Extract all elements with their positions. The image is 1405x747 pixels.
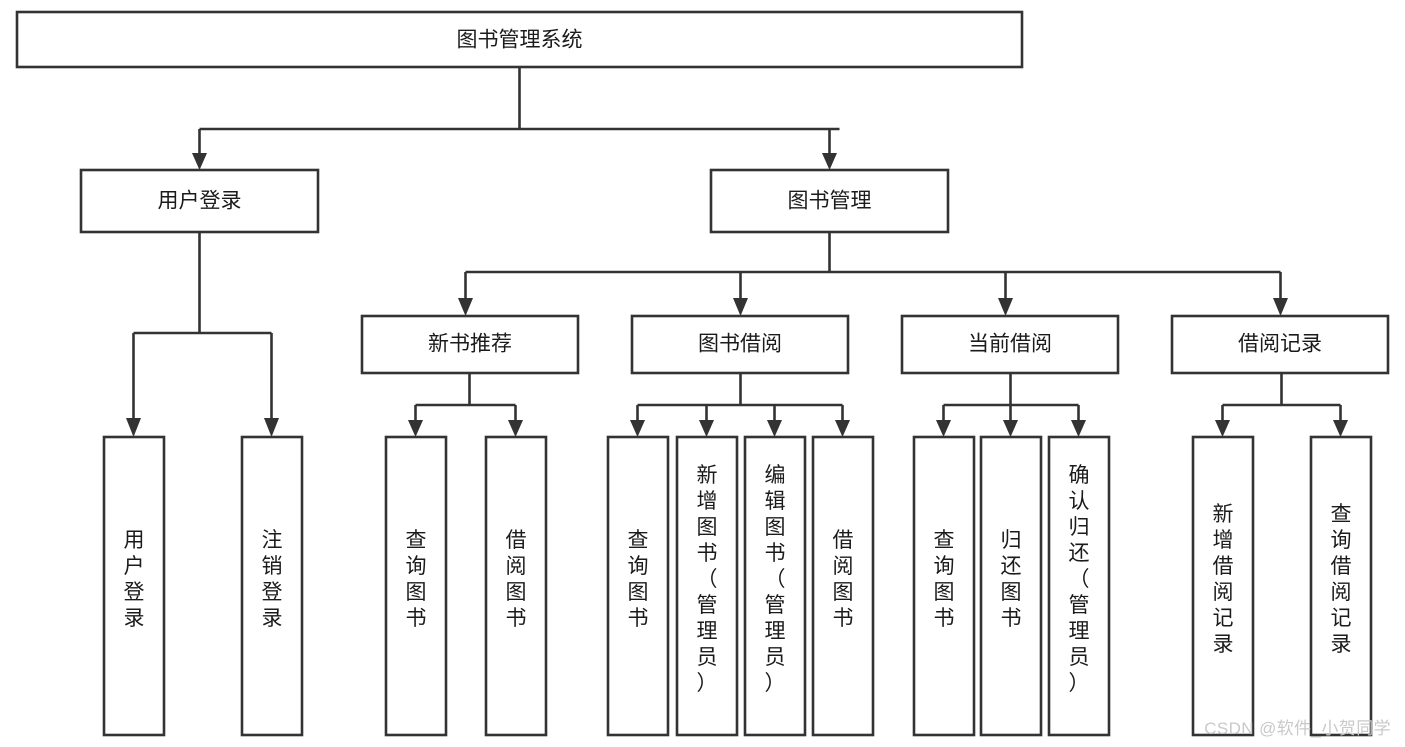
node-root-label: 图书管理系统 [457, 29, 583, 52]
node-leaf-borrow-book-2[interactable]: 借阅图书 [811, 435, 875, 737]
node-book-manage-label: 图书管理 [788, 190, 872, 213]
node-book-borrow-label: 图书借阅 [698, 333, 782, 356]
connector-group-root [192, 67, 840, 170]
node-leaf-query-book-2-label: 查询图书 [628, 529, 649, 630]
node-leaf-edit-book[interactable]: 编辑图书（管理员） [743, 435, 807, 737]
node-leaf-return-book-box[interactable] [979, 435, 1043, 737]
arrow-head-leaf-query-book-3 [936, 420, 951, 437]
node-leaf-query-record-box[interactable] [1309, 435, 1373, 737]
node-leaf-query-book-3[interactable]: 查询图书 [912, 435, 976, 737]
arrow-head-book-borrow [733, 298, 748, 316]
node-leaf-add-book[interactable]: 新增图书（管理员） [675, 435, 739, 737]
node-leaf-borrow-book-1-label: 借阅图书 [506, 529, 527, 630]
node-borrow-record[interactable]: 借阅记录 [1170, 314, 1390, 375]
node-borrow-record-box[interactable] [1170, 314, 1390, 375]
node-user-login-box[interactable] [79, 168, 320, 234]
node-leaf-user-login-box[interactable] [102, 435, 166, 737]
node-leaf-borrow-book-2-box[interactable] [811, 435, 875, 737]
node-current-borrow-label: 当前借阅 [968, 333, 1052, 356]
node-leaf-return-book-label: 归还图书 [1001, 529, 1022, 630]
node-leaf-add-record[interactable]: 新增借阅记录 [1191, 435, 1255, 737]
arrow-head-new-book-recommend [458, 298, 473, 316]
node-leaf-query-record[interactable]: 查询借阅记录 [1309, 435, 1373, 737]
node-leaf-user-login-label: 用户登录 [124, 529, 145, 630]
node-leaf-query-book-1[interactable]: 查询图书 [384, 435, 448, 737]
node-leaf-edit-book-box[interactable] [743, 435, 807, 737]
node-leaf-borrow-book-1[interactable]: 借阅图书 [484, 435, 548, 737]
connector-group-user-login [126, 232, 279, 437]
node-current-borrow[interactable]: 当前借阅 [900, 314, 1120, 375]
arrow-head-leaf-borrow-book-2 [835, 420, 850, 437]
node-book-manage-box[interactable] [709, 168, 950, 234]
node-leaf-confirm-return-label: 确认归还（管理员） [1069, 464, 1090, 695]
node-user-login-label: 用户登录 [158, 190, 242, 213]
connector-group-current-borrow [936, 373, 1086, 437]
node-leaf-query-book-2[interactable]: 查询图书 [606, 435, 670, 737]
node-leaf-query-book-1-label: 查询图书 [406, 529, 427, 630]
node-book-borrow-box[interactable] [630, 314, 850, 375]
arrow-head-leaf-query-record [1333, 420, 1348, 437]
arrow-head-current-borrow [998, 298, 1013, 316]
node-leaf-borrow-book-2-label: 借阅图书 [833, 529, 854, 630]
arrow-head-leaf-logout-login [264, 418, 279, 437]
node-leaf-query-book-2-box[interactable] [606, 435, 670, 737]
node-book-borrow[interactable]: 图书借阅 [630, 314, 850, 375]
connector-group-book-borrow [630, 373, 850, 437]
arrow-head-leaf-edit-book [767, 420, 782, 437]
node-user-login[interactable]: 用户登录 [79, 168, 320, 234]
node-leaf-logout-login-box[interactable] [240, 435, 304, 737]
arrow-head-leaf-confirm-return [1071, 420, 1086, 437]
connector-group-book-manage [458, 232, 1288, 316]
node-leaf-confirm-return[interactable]: 确认归还（管理员） [1047, 435, 1111, 737]
node-leaf-query-book-3-label: 查询图书 [934, 529, 955, 630]
node-leaf-borrow-book-1-box[interactable] [484, 435, 548, 737]
arrow-head-book-manage [822, 153, 837, 170]
arrow-head-user-login [192, 153, 207, 170]
node-new-book-recommend-box[interactable] [360, 314, 580, 375]
arrow-head-leaf-borrow-book-1 [508, 420, 523, 437]
node-current-borrow-box[interactable] [900, 314, 1120, 375]
node-leaf-add-book-label: 新增图书（管理员） [697, 464, 718, 695]
node-leaf-edit-book-label: 编辑图书（管理员） [765, 464, 786, 695]
node-leaf-add-book-box[interactable] [675, 435, 739, 737]
node-borrow-record-label: 借阅记录 [1238, 333, 1322, 356]
arrow-head-leaf-add-record [1215, 420, 1230, 437]
arrow-head-leaf-add-book [699, 420, 714, 437]
arrow-head-leaf-query-book-1 [408, 420, 423, 437]
node-leaf-query-book-1-box[interactable] [384, 435, 448, 737]
node-book-manage[interactable]: 图书管理 [709, 168, 950, 234]
node-leaf-return-book[interactable]: 归还图书 [979, 435, 1043, 737]
node-leaf-add-record-label: 新增借阅记录 [1213, 503, 1234, 656]
node-new-book-recommend-label: 新书推荐 [428, 333, 512, 356]
node-leaf-query-book-3-box[interactable] [912, 435, 976, 737]
node-root-box[interactable] [15, 10, 1024, 69]
node-leaf-confirm-return-box[interactable] [1047, 435, 1111, 737]
node-leaf-logout-login-label: 注销登录 [262, 529, 283, 630]
node-root[interactable]: 图书管理系统 [15, 10, 1024, 69]
node-leaf-logout-login[interactable]: 注销登录 [240, 435, 304, 737]
arrow-head-leaf-user-login [126, 418, 141, 437]
arrow-head-leaf-return-book [1003, 420, 1018, 437]
connector-group-borrow-record [1215, 373, 1348, 437]
node-new-book-recommend[interactable]: 新书推荐 [360, 314, 580, 375]
arrow-head-leaf-query-book-2 [630, 420, 645, 437]
node-leaf-add-record-box[interactable] [1191, 435, 1255, 737]
node-leaf-user-login[interactable]: 用户登录 [102, 435, 166, 737]
connector-group-new-book-recommend [408, 373, 523, 437]
arrow-head-borrow-record [1273, 298, 1288, 316]
node-leaf-query-record-label: 查询借阅记录 [1331, 503, 1352, 656]
